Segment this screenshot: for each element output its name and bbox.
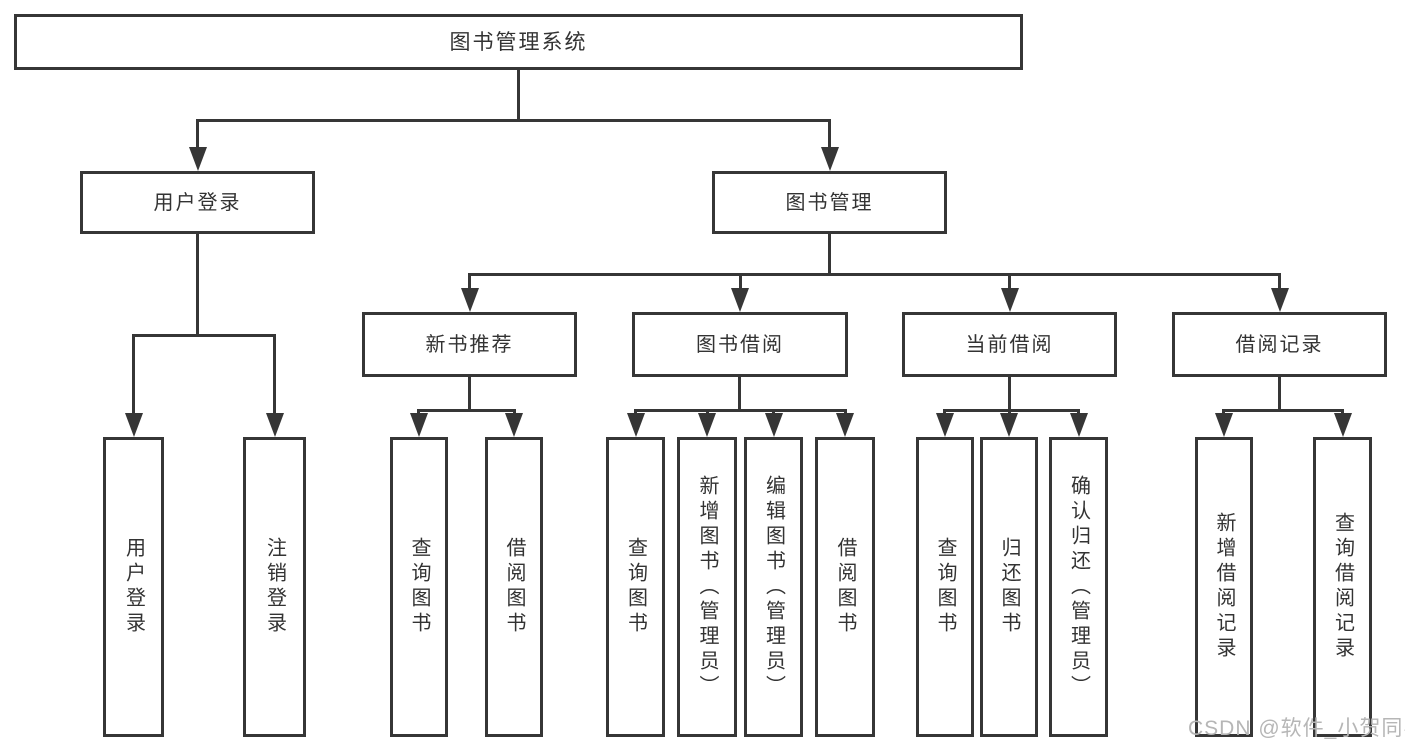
connector-current-stem — [1008, 377, 1011, 412]
connector-mgmt-drop — [828, 119, 831, 149]
node-label: 查询图书 — [624, 537, 647, 637]
connector-login-leg-right — [273, 334, 276, 413]
node-query-books-recommend: 查询图书 — [390, 437, 448, 737]
arrow-down-icon — [125, 413, 143, 437]
arrow-down-icon — [936, 413, 954, 437]
connector-mgmt-stem — [828, 234, 831, 276]
arrow-down-icon — [1001, 288, 1019, 312]
arrow-down-icon — [410, 413, 428, 437]
node-label: 新增借阅记录 — [1213, 512, 1235, 662]
node-label: 查询图书 — [408, 537, 430, 637]
arrow-down-icon — [765, 413, 783, 437]
arrow-down-icon — [1334, 413, 1352, 437]
connector-recommend-bar — [417, 409, 516, 412]
node-label: 注销登录 — [263, 537, 286, 637]
arrow-down-icon — [461, 288, 479, 312]
arrow-down-icon — [1215, 413, 1233, 437]
connector-login-stem — [196, 234, 199, 335]
node-current-borrow: 当前借阅 — [902, 312, 1117, 377]
connector-records-stem — [1278, 377, 1281, 412]
node-label: 借阅记录 — [1235, 333, 1324, 356]
connector-recommend-stem — [468, 377, 471, 412]
node-label: 新书推荐 — [425, 333, 514, 356]
connector-current-bar — [943, 409, 1080, 412]
node-new-book-recommend: 新书推荐 — [362, 312, 577, 377]
arrow-down-icon — [731, 288, 749, 312]
arrow-down-icon — [189, 147, 207, 171]
connector-login-leg-left — [132, 334, 135, 413]
arrow-down-icon — [627, 413, 645, 437]
arrow-down-icon — [836, 413, 854, 437]
csdn-watermark: CSDN @软件_小贺同学 — [1188, 717, 1405, 740]
connector-level3-drop — [1278, 273, 1281, 290]
node-label: 新增图书（管理员） — [696, 474, 718, 700]
node-confirm-return-admin: 确认归还（管理员） — [1049, 437, 1108, 737]
connector-login-drop — [196, 119, 199, 149]
arrow-down-icon — [1271, 288, 1289, 312]
arrow-down-icon — [698, 413, 716, 437]
connector-borrow-bar — [634, 409, 847, 412]
node-label: 查询借阅记录 — [1331, 512, 1354, 662]
arrow-down-icon — [821, 147, 839, 171]
node-label: 借阅图书 — [503, 537, 525, 637]
node-logout: 注销登录 — [243, 437, 306, 737]
node-label: 编辑图书（管理员） — [762, 474, 785, 700]
node-borrow-records: 借阅记录 — [1172, 312, 1387, 377]
node-label: 图书管理 — [785, 191, 874, 214]
node-label: 用户登录 — [122, 537, 145, 637]
node-query-borrow-record: 查询借阅记录 — [1313, 437, 1372, 737]
connector-level3-drop — [1008, 273, 1011, 290]
connector-level3-drop — [739, 273, 742, 290]
connector-level3-bar — [468, 273, 1281, 276]
node-add-book-admin: 新增图书（管理员） — [677, 437, 737, 737]
connector-root-stem — [517, 70, 520, 120]
connector-level3-drop — [468, 273, 471, 290]
node-label: 确认归还（管理员） — [1067, 474, 1090, 700]
node-return-book: 归还图书 — [980, 437, 1038, 737]
arrow-down-icon — [1070, 413, 1088, 437]
connector-records-bar — [1222, 409, 1344, 412]
node-label: 用户登录 — [153, 191, 242, 214]
node-library-system: 图书管理系统 — [14, 14, 1023, 70]
node-query-books-current: 查询图书 — [916, 437, 974, 737]
connector-borrow-stem — [738, 377, 741, 412]
node-borrow-books: 借阅图书 — [815, 437, 875, 737]
node-label: 图书管理系统 — [449, 30, 588, 54]
node-label: 当前借阅 — [965, 333, 1054, 356]
node-add-borrow-record: 新增借阅记录 — [1195, 437, 1253, 737]
node-query-books-borrow: 查询图书 — [606, 437, 665, 737]
arrow-down-icon — [1000, 413, 1018, 437]
connector-top-bar — [196, 119, 831, 122]
node-label: 借阅图书 — [834, 537, 856, 637]
node-book-management: 图书管理 — [712, 171, 947, 234]
node-book-borrow: 图书借阅 — [632, 312, 848, 377]
node-borrow-books-recommend: 借阅图书 — [485, 437, 543, 737]
node-edit-book-admin: 编辑图书（管理员） — [744, 437, 803, 737]
node-user-login: 用户登录 — [80, 171, 315, 234]
node-label: 归还图书 — [998, 537, 1020, 637]
node-label: 图书借阅 — [696, 333, 784, 356]
node-user-login-leaf: 用户登录 — [103, 437, 164, 737]
arrow-down-icon — [505, 413, 523, 437]
node-label: 查询图书 — [934, 537, 956, 637]
arrow-down-icon — [266, 413, 284, 437]
connector-login-bar — [132, 334, 276, 337]
